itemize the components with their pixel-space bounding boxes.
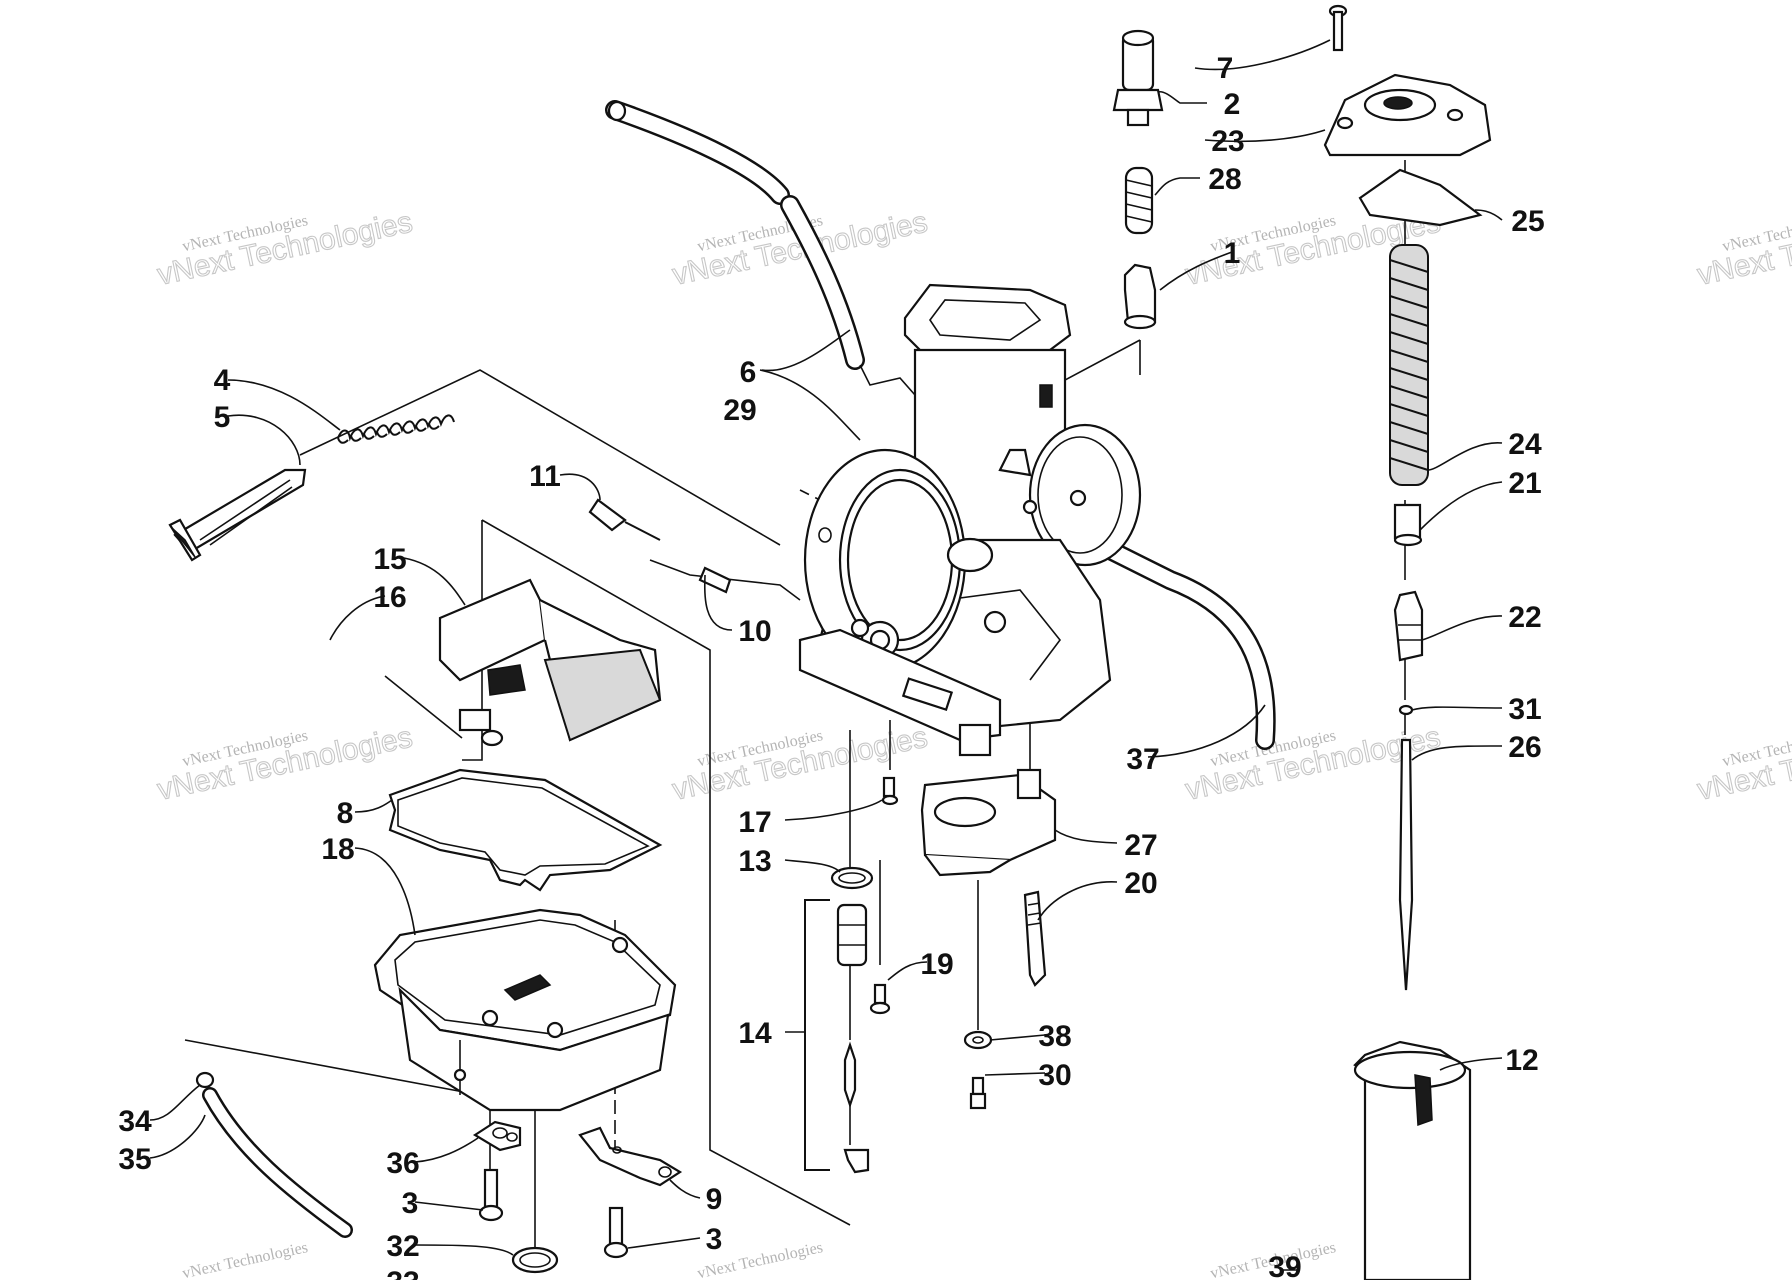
pilot-jet [881, 776, 899, 806]
callout-22: 22 [1508, 601, 1541, 634]
callout-1: 1 [1224, 237, 1241, 270]
drain-o-ring [511, 1246, 559, 1274]
assembly-lines [184, 160, 1406, 1250]
throttle-valve-spring [1389, 244, 1429, 486]
callout-leaders [149, 39, 1503, 1271]
small-screw [869, 983, 891, 1015]
needle-clip [1398, 704, 1414, 716]
top-cover [1323, 73, 1492, 157]
needle-valve-bracket [804, 899, 830, 1171]
watermark: vNext Technologies vNext Technologies [154, 205, 416, 292]
callout-2: 2 [1224, 88, 1241, 121]
callout-14: 14 [738, 1017, 772, 1050]
jet-needle [1398, 738, 1414, 991]
carburetor-body [798, 283, 1142, 757]
needle-valve-o-ring [830, 866, 874, 890]
throttle-stop-block [920, 768, 1057, 877]
callout-3-right: 3 [706, 1223, 723, 1256]
callout-39: 39 [1268, 1251, 1301, 1280]
callout-31: 31 [1508, 693, 1541, 726]
callout-32: 32 [386, 1230, 419, 1263]
callout-29: 29 [723, 394, 756, 427]
callout-23: 23 [1211, 125, 1244, 158]
callout-35: 35 [118, 1143, 151, 1176]
watermark: vNext Technologies vNext Technologies [154, 720, 416, 807]
float-bowl [373, 908, 677, 1112]
throttle-valve [1353, 1040, 1472, 1280]
callout-11: 11 [529, 460, 561, 493]
watermark: vNext Technologies [181, 1239, 310, 1280]
bowl-bracket [578, 1126, 683, 1187]
bowl-plate-left [472, 1120, 522, 1152]
callout-9: 9 [706, 1183, 723, 1216]
mixing-chamber-cap [1123, 263, 1157, 330]
float-bowl-gasket [388, 768, 663, 892]
bowl-screw-right [603, 1206, 629, 1259]
callout-16: 16 [373, 581, 406, 614]
adjuster-spring [1124, 166, 1154, 235]
callout-12: 12 [1505, 1044, 1538, 1077]
callout-26: 26 [1508, 731, 1541, 764]
callout-38: 38 [1038, 1020, 1071, 1053]
callout-7: 7 [1217, 52, 1234, 85]
overflow-hose [1000, 490, 1276, 750]
callout-10: 10 [738, 615, 771, 648]
callout-18: 18 [321, 833, 354, 866]
spring-retainer [1393, 503, 1423, 547]
main-jet-plug [969, 1076, 987, 1110]
pilot-screw-spring [337, 414, 455, 444]
callout-5: 5 [214, 401, 231, 434]
idle-screw [588, 498, 661, 541]
needle-holder [1393, 590, 1424, 662]
main-jet-washer [963, 1030, 993, 1050]
callout-21: 21 [1508, 467, 1541, 500]
callout-17: 17 [738, 806, 771, 839]
cable-adjuster [1112, 29, 1164, 127]
callout-34: 34 [118, 1105, 152, 1138]
watermark: vNext Technologies vNext Technologies [1694, 720, 1792, 807]
top-cover-screw [1328, 4, 1348, 52]
watermark: vNext Technologies vNext Technologies [1694, 205, 1792, 292]
needle-valve-clip [843, 1148, 870, 1174]
callout-36: 36 [386, 1147, 419, 1180]
drain-hose [202, 1087, 353, 1238]
vent-tube-upper [605, 100, 916, 396]
callout-4: 4 [214, 364, 231, 397]
callout-25: 25 [1511, 205, 1544, 238]
needle-valve [843, 1041, 857, 1109]
callout-15: 15 [373, 543, 406, 576]
main-jet [1023, 890, 1047, 987]
needle-valve-seat [836, 903, 868, 967]
callout-28: 28 [1208, 163, 1241, 196]
pilot-air-screw [168, 468, 307, 562]
callout-33: 33 [386, 1266, 419, 1280]
hose-clip [195, 1071, 215, 1089]
float-pin [298, 628, 364, 665]
callout-numbers: 7 2 23 28 1 25 24 21 22 31 26 12 37 27 2… [118, 52, 1544, 1280]
callout-24: 24 [1508, 428, 1542, 461]
callout-30: 30 [1038, 1059, 1071, 1092]
idle-screw-spring [698, 566, 732, 594]
top-cover-gasket [1358, 168, 1483, 227]
callout-37: 37 [1126, 743, 1159, 776]
callout-8: 8 [337, 797, 354, 830]
callout-27: 27 [1124, 829, 1157, 862]
callout-3-left: 3 [402, 1187, 419, 1220]
callout-19: 19 [920, 948, 953, 981]
callout-20: 20 [1124, 867, 1157, 900]
bowl-screw-left [478, 1168, 504, 1222]
callout-13: 13 [738, 845, 771, 878]
float [438, 578, 662, 747]
callout-6: 6 [740, 356, 757, 389]
watermark-small-text: vNext Technologies [181, 1239, 310, 1280]
